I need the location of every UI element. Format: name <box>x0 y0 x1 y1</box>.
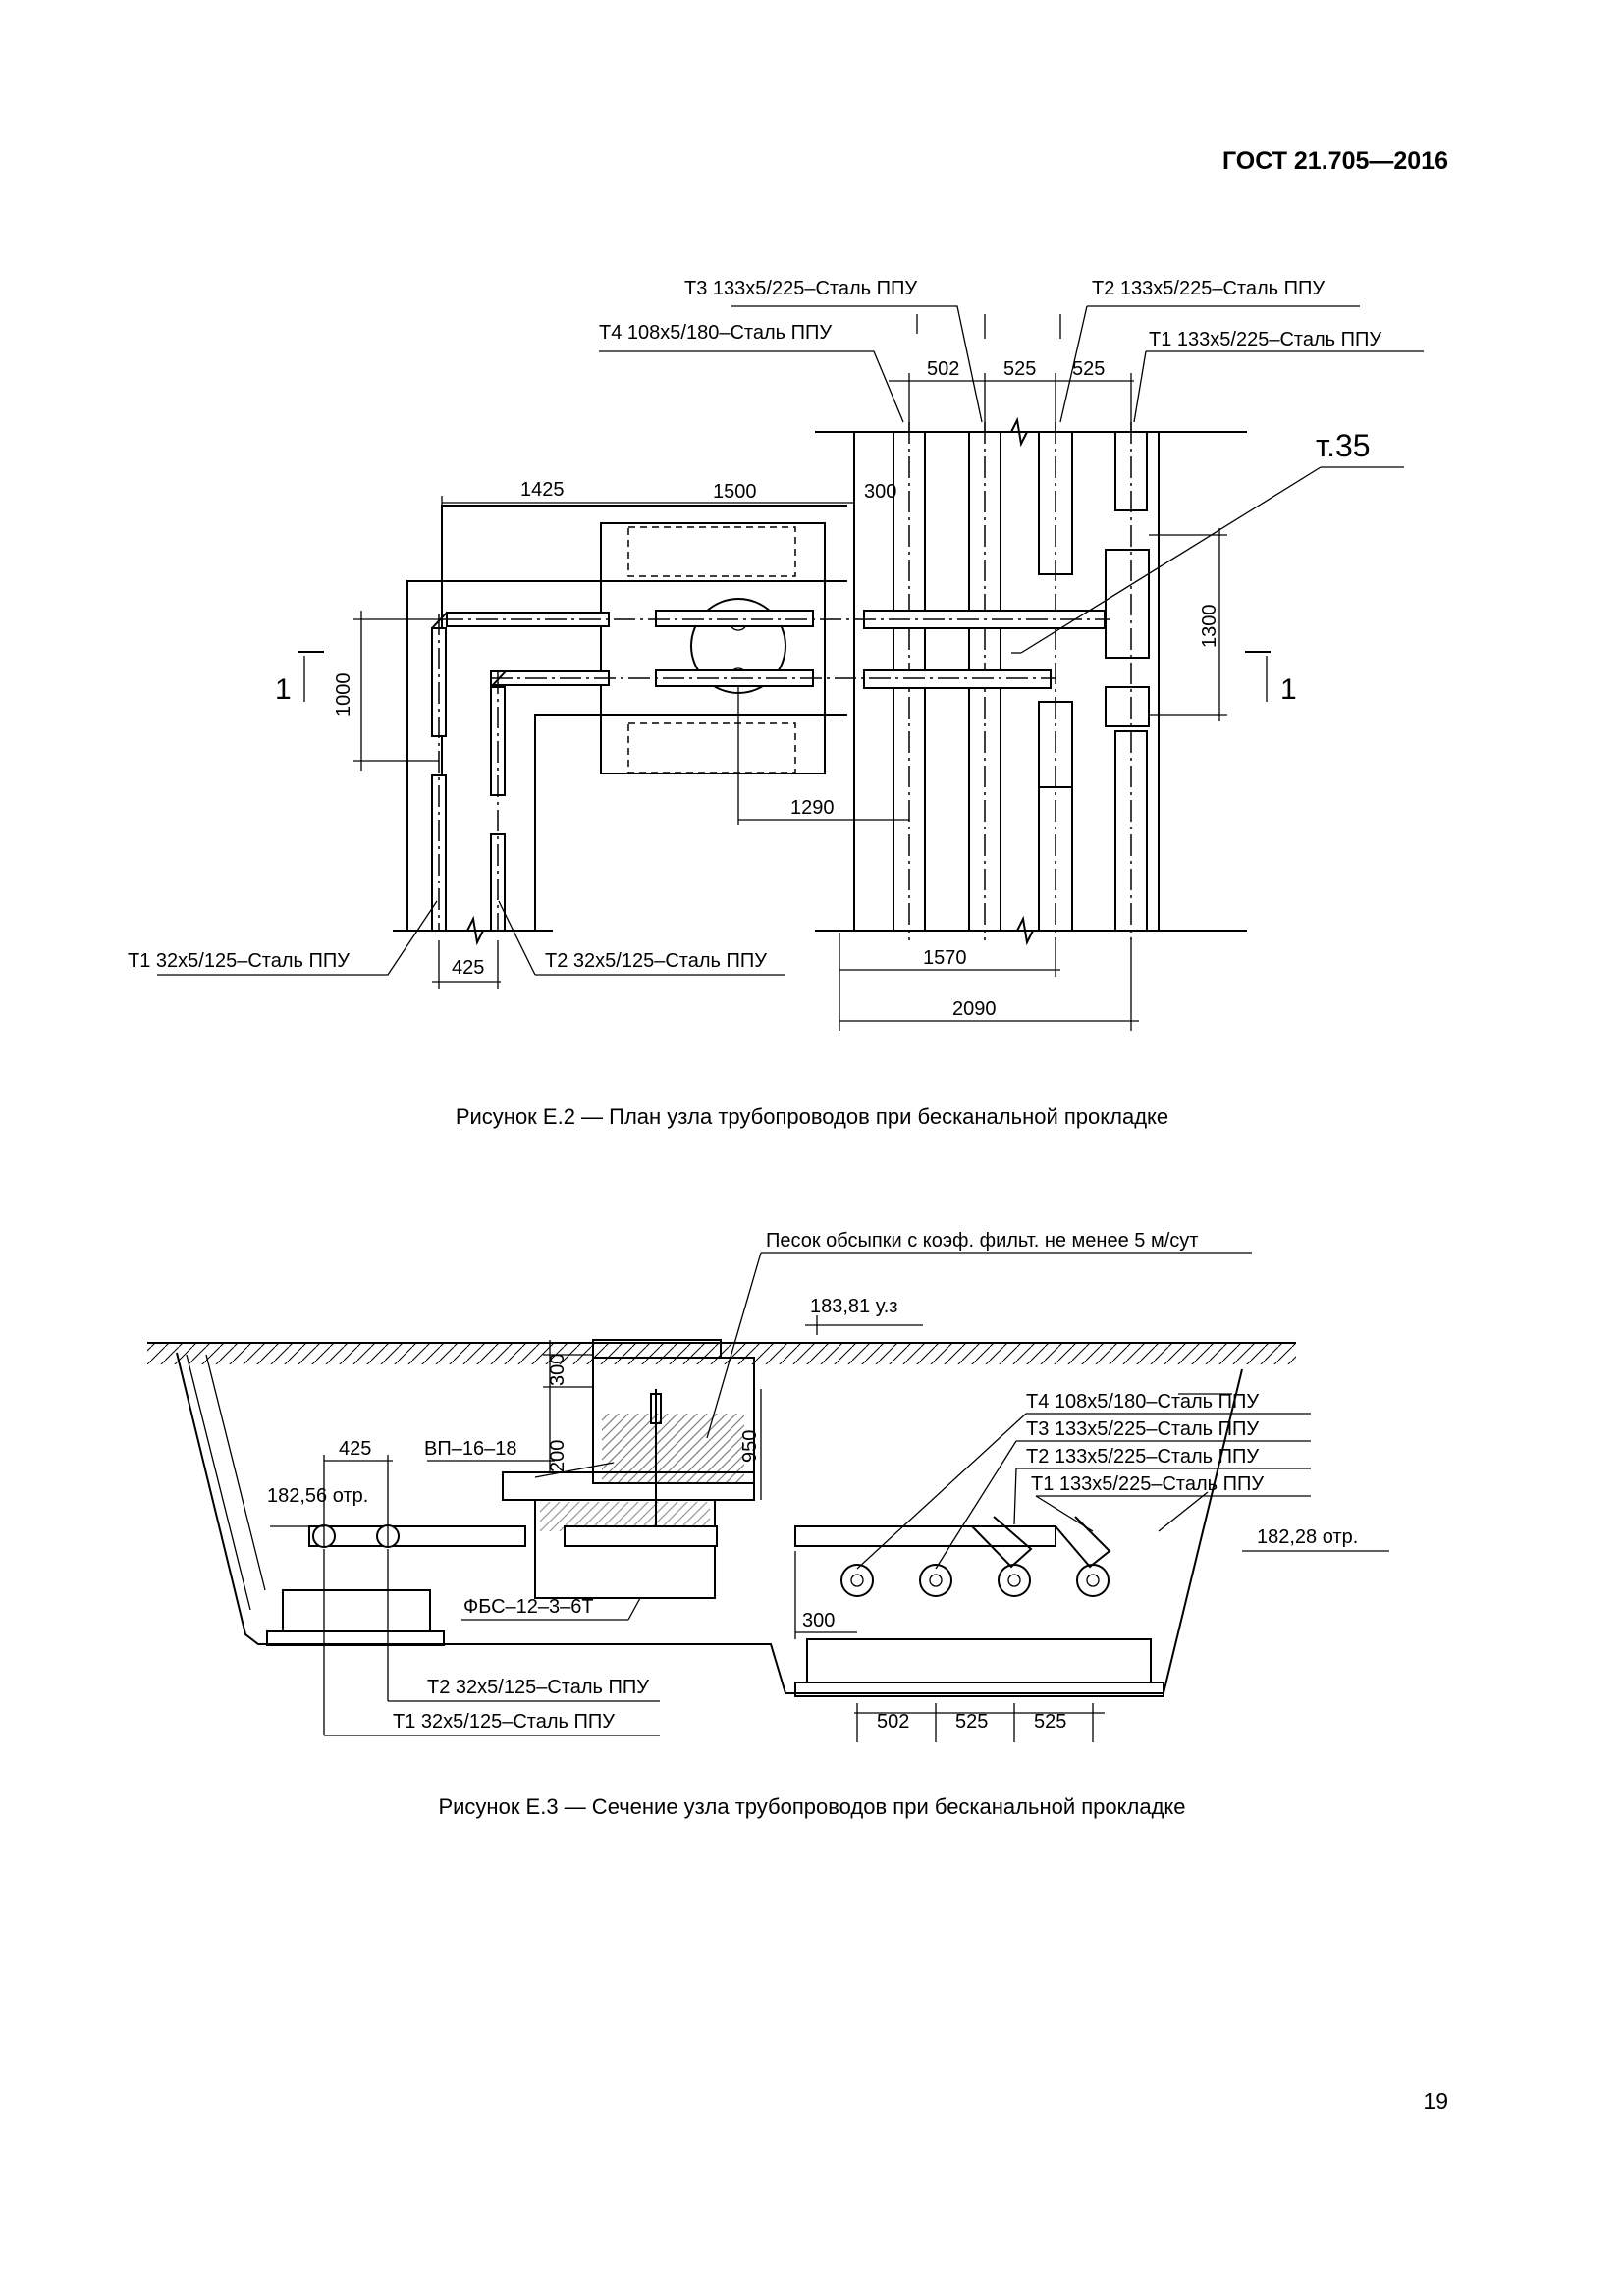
section-dimensions <box>270 1252 1389 1742</box>
plan-dim-300: 300 <box>864 481 896 503</box>
section-dim-950: 950 <box>739 1430 761 1463</box>
plan-dim-1300: 1300 <box>1199 605 1220 649</box>
trench-outline <box>393 431 1247 932</box>
sand-note: Песок обсыпки с коэф. фильт. не менее 5 … <box>766 1230 1198 1252</box>
section-label-t1-small: Т1 32х5/125–Сталь ППУ <box>393 1711 615 1733</box>
plan-dim-1000: 1000 <box>333 673 354 718</box>
plan-dim-425: 425 <box>452 957 484 979</box>
plan-dim-1500: 1500 <box>713 481 757 503</box>
section-dim-425: 425 <box>339 1438 371 1460</box>
plan-leaders <box>157 305 1424 976</box>
right-level: 182,28 отр. <box>1257 1526 1358 1548</box>
plan-node-label: т.35 <box>1316 428 1371 463</box>
support-blocks <box>266 1589 1164 1697</box>
plan-dim-2090: 2090 <box>952 998 997 1020</box>
section-dim-200: 200 <box>547 1440 568 1472</box>
section-label-t1: Т1 133х5/225–Сталь ППУ <box>1031 1473 1264 1495</box>
figure-e2-plan: Т3 133х5/225–Сталь ППУ Т2 133х5/225–Стал… <box>128 278 1424 1031</box>
plan-dim-1425: 1425 <box>520 479 565 501</box>
section-label-t4: Т4 108х5/180–Сталь ППУ <box>1026 1391 1259 1413</box>
left-level: 182,56 отр. <box>267 1485 368 1507</box>
figure-e2-caption: Рисунок Е.2 — План узла трубопроводов пр… <box>455 1104 1169 1129</box>
section-label-t2-small: Т2 32х5/125–Сталь ППУ <box>427 1677 649 1698</box>
plan-label-t4: Т4 108х5/180–Сталь ППУ <box>599 322 832 344</box>
section-dim-300a: 300 <box>547 1354 568 1386</box>
plan-dim-525a: 525 <box>1003 358 1036 380</box>
page-number: 19 <box>1423 2088 1448 2113</box>
section-mark-right: 1 <box>1280 673 1297 706</box>
plan-label-t2: Т2 133х5/225–Сталь ППУ <box>1092 278 1325 299</box>
plan-label-t1-small: Т1 32х5/125–Сталь ППУ <box>128 950 350 972</box>
plan-dim-1570: 1570 <box>923 947 967 969</box>
section-pipes <box>308 1516 1111 1597</box>
document-header: ГОСТ 21.705—2016 <box>1221 147 1448 175</box>
branch-pipes <box>431 610 1110 946</box>
plan-dimensions <box>353 373 1227 1031</box>
section-dim-502: 502 <box>877 1711 909 1733</box>
section-mark-left: 1 <box>275 673 292 706</box>
plan-label-t1: Т1 133х5/225–Сталь ППУ <box>1149 329 1381 350</box>
section-dim-525a: 525 <box>955 1711 988 1733</box>
section-dim-300b: 300 <box>802 1610 835 1631</box>
chamber <box>600 522 826 774</box>
section-dim-525b: 525 <box>1034 1711 1066 1733</box>
ground-level: 183,81 у.з <box>810 1296 897 1317</box>
plan-label-t3: Т3 133х5/225–Сталь ППУ <box>684 278 917 299</box>
figure-e3-section: Песок обсыпки с коэф. фильт. не менее 5 … <box>147 1230 1389 1742</box>
chamber-section <box>502 1339 755 1599</box>
plan-dim-525b: 525 <box>1072 358 1105 380</box>
block-label: ФБС–12–3–6Т <box>463 1596 594 1618</box>
section-label-t2: Т2 133х5/225–Сталь ППУ <box>1026 1446 1259 1468</box>
plan-dim-502: 502 <box>927 358 959 380</box>
plan-label-t2-small: Т2 32х5/125–Сталь ППУ <box>545 950 767 972</box>
plan-dim-1290: 1290 <box>790 797 835 819</box>
slab-label: ВП–16–18 <box>424 1438 516 1460</box>
figure-e3-caption: Рисунок Е.3 — Сечение узла трубопроводов… <box>438 1794 1186 1819</box>
section-label-t3: Т3 133х5/225–Сталь ППУ <box>1026 1418 1259 1440</box>
